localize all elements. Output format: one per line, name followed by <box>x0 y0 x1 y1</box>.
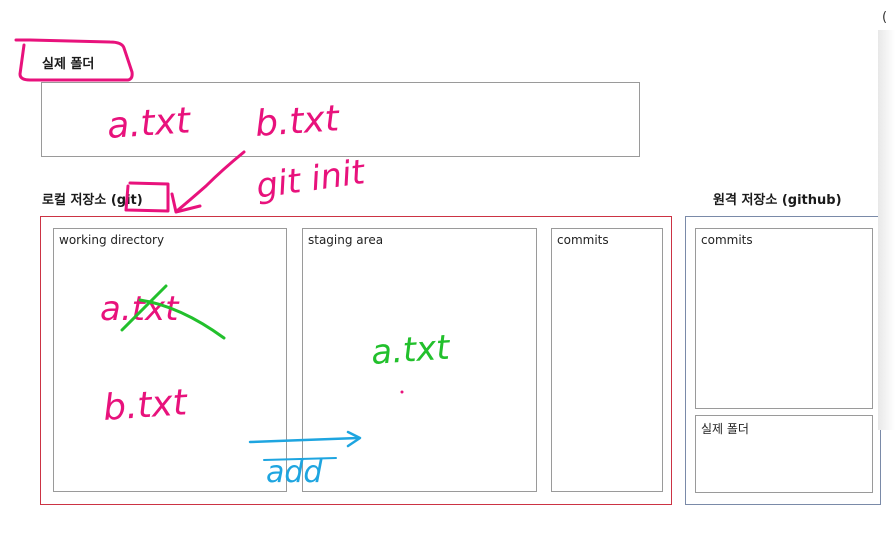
working-directory-area: working directory <box>53 228 287 492</box>
physical-folder-title: 실제 폴더 <box>42 57 95 72</box>
local-commits-area: commits <box>551 228 663 492</box>
git-init-arrow <box>176 150 246 212</box>
physical-folder-box <box>41 82 640 157</box>
remote-repo-title: 원격 저장소 (github) <box>713 193 842 208</box>
local-commits-label: commits <box>557 233 609 247</box>
adjacent-panel-edge: ( <box>878 10 895 430</box>
staging-area-label: staging area <box>308 233 384 247</box>
local-repo-title: 로컬 저장소 (git) <box>42 193 143 208</box>
remote-commits-label: commits <box>701 233 753 247</box>
git-init-arrowhead <box>170 192 202 214</box>
remote-commits-area: commits <box>695 228 873 409</box>
staging-area: staging area <box>302 228 537 492</box>
remote-physical-folder-label: 실제 폴더 <box>701 422 749 436</box>
remote-physical-folder-area: 실제 폴더 <box>695 415 873 493</box>
working-directory-label: working directory <box>59 233 165 247</box>
git-init-note: git init <box>254 152 369 207</box>
paren-glyph-icon: ( <box>882 10 888 25</box>
local-repo-container <box>40 216 672 505</box>
